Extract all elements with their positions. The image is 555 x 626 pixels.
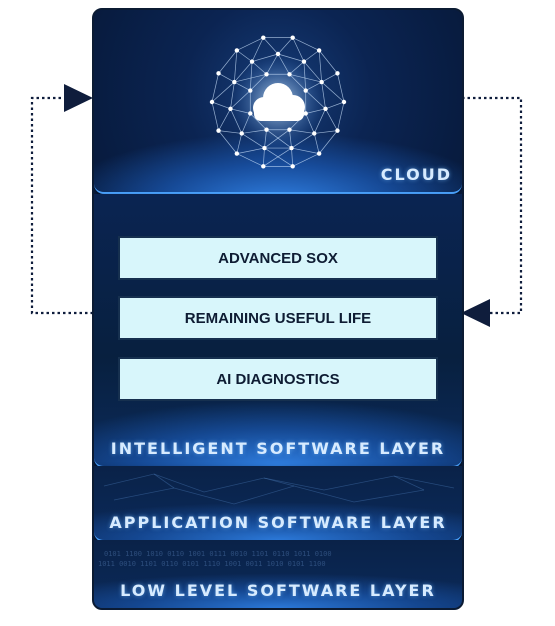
application-layer-label: APPLICATION SOFTWARE LAYER [109, 513, 447, 532]
intelligent-layer-label: INTELLIGENT SOFTWARE LAYER [110, 439, 446, 458]
cloud-layer: CLOUD [94, 10, 462, 194]
svg-text:1011 0010 1101 0110 0101 1110: 1011 0010 1101 0110 0101 1110 1001 0011 … [98, 560, 326, 568]
svg-text:0101 1100 1010 0110 1001 0111: 0101 1100 1010 0110 1001 0111 0010 1101 … [104, 550, 332, 558]
cloud-layer-label: CLOUD [380, 165, 452, 184]
circuit-texture [103, 473, 455, 505]
binary-texture: 0101 1100 1010 0110 1001 0111 0010 1101 … [98, 550, 332, 568]
arrow-left-icon [461, 299, 490, 327]
module-remaining-useful-life: REMAINING USEFUL LIFE [118, 296, 438, 340]
low-level-layer-label: LOW LEVEL SOFTWARE LAYER [120, 581, 436, 600]
arrow-left-icon [64, 84, 93, 112]
software-stack: CLOUD ADVANCED SOX REMAINING USEFUL LIFE… [92, 8, 464, 610]
left-feedback-line [30, 96, 93, 315]
module-ai-diagnostics: AI DIAGNOSTICS [118, 357, 438, 401]
application-software-layer: APPLICATION SOFTWARE LAYER [94, 466, 462, 542]
network-mesh-icon [209, 35, 347, 169]
module-advanced-sox: ADVANCED SOX [118, 236, 438, 280]
intelligent-software-layer: ADVANCED SOX REMAINING USEFUL LIFE AI DI… [94, 194, 462, 468]
cloud-icon [253, 83, 305, 121]
right-feedback-line [462, 96, 523, 315]
low-level-software-layer: 0101 1100 1010 0110 1001 0111 0010 1101 … [94, 540, 462, 608]
